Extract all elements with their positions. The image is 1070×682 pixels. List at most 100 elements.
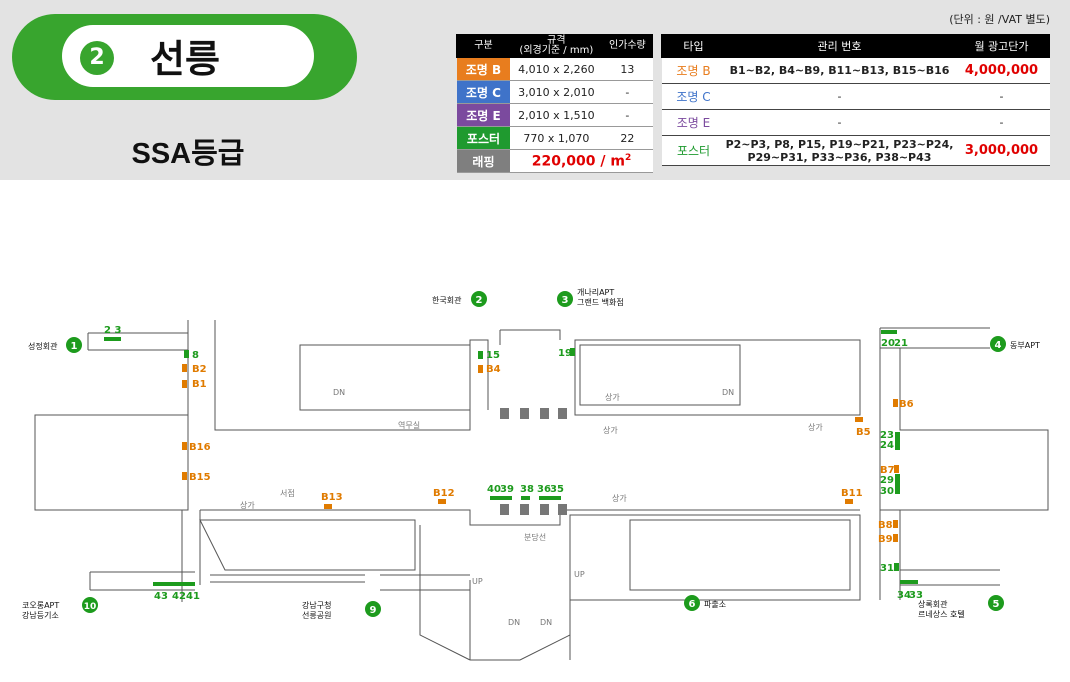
- price-row-codes: -: [725, 83, 954, 110]
- ad-spot-b1: [182, 380, 187, 388]
- station-floor-map: 역무실 상가 상가 상가 상가 상가 서점 분당선 DN DN DN DN UP…: [22, 287, 1049, 661]
- ad-label-b1: B1: [192, 379, 207, 390]
- ad-label-p31: 31: [880, 563, 894, 574]
- ad-spot-b12: [438, 499, 446, 504]
- ad-label-b13: B13: [321, 492, 343, 503]
- spec-header-size: 규격 (외경기준 / mm): [509, 34, 603, 58]
- ad-label-b5: B5: [856, 427, 871, 438]
- room-shop: 상가: [240, 500, 255, 510]
- spec-table: 구분 규격 (외경기준 / mm) 인가수량 조명 B 4,010 x 2,26…: [456, 34, 654, 173]
- ad-spot-b7: [894, 465, 899, 473]
- price-row-price: -: [953, 83, 1050, 110]
- unit-note: (단위 : 원 /VAT 별도): [949, 13, 1050, 26]
- landmark-number: 9: [370, 605, 377, 616]
- ad-spot-p38: [521, 496, 530, 500]
- ad-label-p23: 23: [880, 430, 894, 441]
- ad-label-p42: 42: [172, 591, 186, 602]
- ad-label-b16: B16: [189, 442, 211, 453]
- price-row-codes: P2~P3, P8, P15, P19~P21, P23~P24, P29~P3…: [725, 135, 954, 166]
- ad-label-p40: 40: [487, 484, 501, 495]
- landmark-marker: [557, 291, 573, 307]
- price-row: 포스터 P2~P3, P8, P15, P19~P21, P23~P24, P2…: [661, 135, 1050, 166]
- ad-label-p2-p3: 2 3: [104, 325, 121, 336]
- ad-label-b11: B11: [841, 488, 863, 499]
- ad-label-b12: B12: [433, 488, 455, 499]
- price-header-codes: 관리 번호: [725, 34, 954, 58]
- price-header-type: 타입: [661, 34, 726, 58]
- landmark-marker: [990, 336, 1006, 352]
- landmark-name: 파출소: [704, 599, 726, 609]
- ad-spot-p31: [894, 563, 899, 571]
- spec-row: 조명 B 4,010 x 2,260 13: [456, 57, 653, 81]
- ad-label-p15: 15: [486, 350, 500, 361]
- map-outline: [34, 320, 1049, 661]
- ad-spots-green: 2 3 8 15 19 20 21 23 24 29 30 31 34 33 4…: [104, 325, 923, 602]
- landmark-number: 6: [689, 599, 696, 610]
- ad-spot-p20-p21: [881, 330, 897, 334]
- price-row-type: 조명 E: [661, 109, 726, 136]
- map-pillars: [500, 408, 567, 515]
- ad-label-p36: 36: [537, 484, 551, 495]
- spec-row: 포스터 770 x 1,070 22: [456, 126, 653, 150]
- spec-row-size: 2,010 x 1,510: [510, 103, 603, 127]
- station-number-circle: 2: [80, 41, 114, 75]
- room-shop: 상가: [612, 493, 627, 503]
- spec-row-qty: -: [602, 80, 653, 104]
- ad-spot-b6: [893, 399, 898, 407]
- ad-label-p20: 20: [881, 338, 895, 349]
- ad-spot-p35-p36: [539, 496, 561, 500]
- room-shop: 상가: [603, 425, 618, 435]
- ad-label-p24: 24: [880, 440, 894, 451]
- ad-spot-p2-p3: [104, 337, 121, 341]
- spec-rent-label: 래핑: [456, 149, 511, 173]
- ad-spot-b2: [182, 364, 187, 372]
- spec-row-qty: -: [602, 103, 653, 127]
- landmark-number: 1: [71, 341, 78, 352]
- spec-row-label: 조명 C: [456, 80, 511, 104]
- price-header-price: 월 광고단가: [953, 34, 1050, 58]
- price-row-price: -: [953, 109, 1050, 136]
- ad-spot-p39-p40: [490, 496, 512, 500]
- ad-label-p30: 30: [880, 486, 894, 497]
- stair-down: DN: [540, 618, 552, 627]
- landmark-4: 4 동부APT: [990, 336, 1040, 352]
- stair-down: DN: [508, 618, 520, 627]
- room-office: 역무실: [398, 420, 420, 430]
- landmark-marker: [66, 337, 82, 353]
- room-shop: 상가: [605, 392, 620, 402]
- ad-label-p19: 19: [558, 348, 572, 359]
- landmark-1: 성정회관 1: [28, 337, 82, 353]
- landmark-number: 2: [476, 295, 483, 306]
- landmark-6: 6 파출소: [684, 595, 726, 611]
- ad-label-p41: 41: [186, 591, 200, 602]
- ad-label-p29: 29: [880, 475, 894, 486]
- ad-label-b6: B6: [899, 399, 914, 410]
- ad-label-p43: 43: [154, 591, 168, 602]
- ad-label-b4: B4: [486, 364, 501, 375]
- ad-spot-p23-p24: [895, 432, 900, 450]
- header-panel: 2 선릉 SSA등급 (단위 : 원 /VAT 별도) 구분 규격 (외경기준 …: [0, 0, 1070, 180]
- room-bookstore: 서점: [280, 488, 295, 498]
- price-row-price: 4,000,000: [953, 57, 1050, 84]
- spec-row-size: 770 x 1,070: [510, 126, 603, 150]
- spec-row-label: 조명 B: [456, 57, 511, 81]
- ad-spot-p41-p43: [153, 582, 195, 586]
- landmark-marker: [365, 601, 381, 617]
- ad-spot-p33-p34: [900, 580, 918, 584]
- landmark-number: 10: [84, 602, 97, 612]
- spec-row-size: 4,010 x 2,260: [510, 57, 603, 81]
- spec-rent-row: 래핑 220,000 / m2: [456, 149, 653, 173]
- landmark-2: 한국회관 2: [432, 291, 487, 307]
- spec-rent-unit-sup: 2: [624, 152, 632, 163]
- ad-label-b2: B2: [192, 364, 207, 375]
- price-row: 조명 C - -: [661, 83, 1050, 110]
- ad-spots-orange: B2 B1 B16 B15 B4 B13 B12 B6 B5 B7 B11 B8…: [182, 364, 914, 545]
- ad-spot-p15: [478, 351, 483, 359]
- stair-up: UP: [574, 570, 585, 579]
- price-row: 조명 B B1~B2, B4~B9, B11~B13, B15~B16 4,00…: [661, 57, 1050, 84]
- ad-spot-b16: [182, 442, 187, 450]
